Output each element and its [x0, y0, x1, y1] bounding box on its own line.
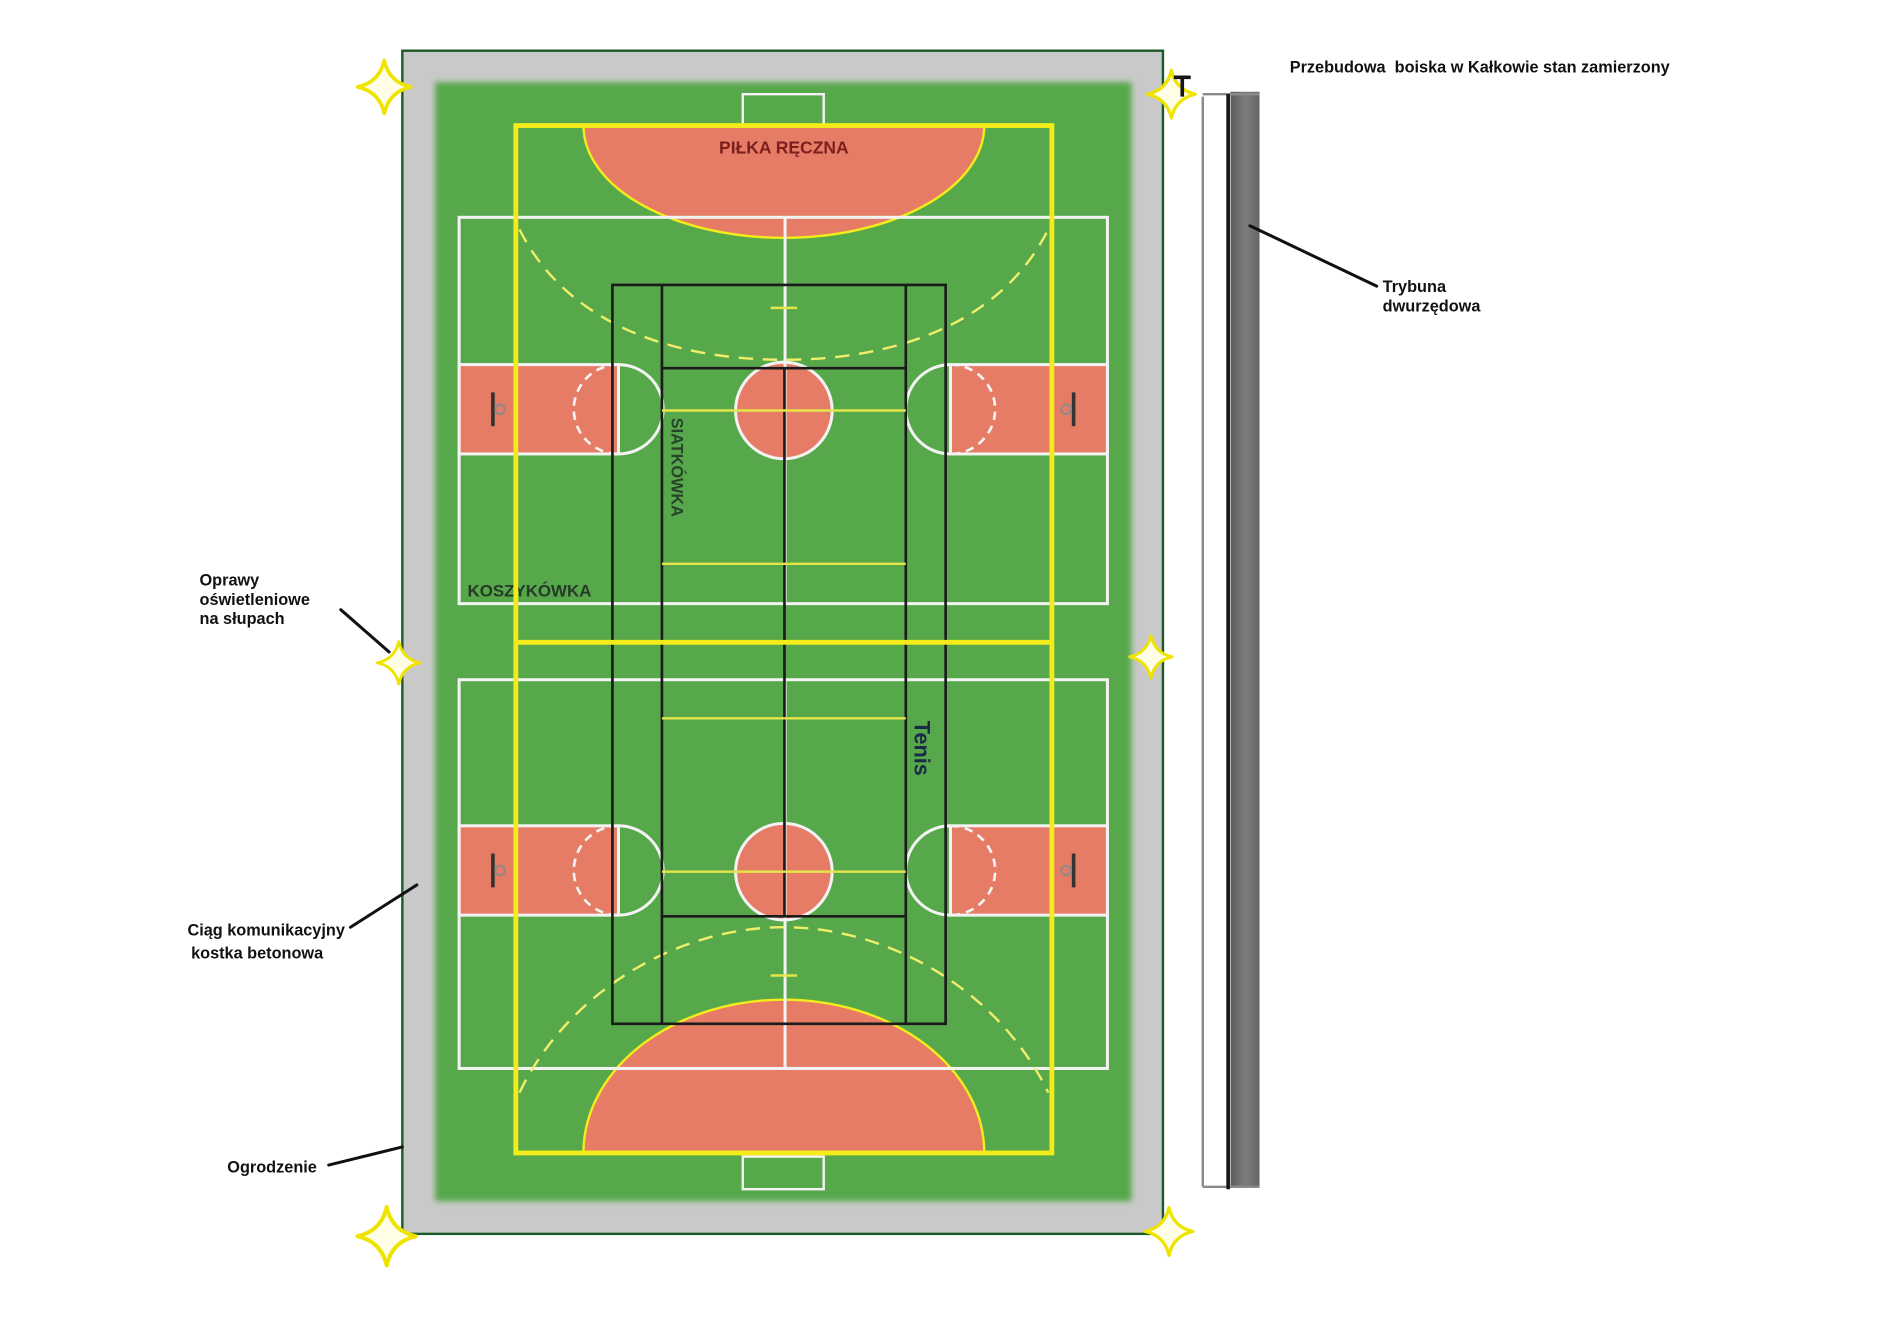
- callout-leader-pathway: [348, 883, 419, 929]
- label-volleyball: SIATKÓWKA: [668, 418, 687, 517]
- handball-goal-area-top: [582, 124, 986, 240]
- handball-goal-area-bottom: [582, 998, 986, 1155]
- tribune-corner-mark: [1173, 75, 1191, 97]
- handball-court-outline: [513, 123, 1055, 1156]
- basketball-key-bottom-left: [457, 824, 620, 917]
- handball-court: [513, 123, 1055, 1156]
- callout-tribune-line-1: Trybuna: [1383, 278, 1447, 296]
- tennis-doubles-outline: [611, 283, 947, 1026]
- callout-fence: Ogrodzenie: [227, 1145, 404, 1176]
- basketball-courts: [457, 215, 1109, 1070]
- light-fixture-star-icon: [355, 58, 413, 116]
- basket-rim-top-left: [494, 403, 506, 416]
- callout-pathway-line-2: kostka betonowa: [191, 945, 324, 963]
- callout-lighting: Oprawy oświetleniowe na słupach: [200, 572, 391, 654]
- handball-free-throw-line-top: [518, 228, 1050, 361]
- label-basketball: KOSZYKÓWKA: [468, 581, 592, 600]
- volleyball-court: [661, 306, 906, 977]
- lighting-fixtures: [355, 58, 1197, 1268]
- callout-lighting-line-1: Oprawy: [200, 572, 260, 590]
- light-fixture-star-icon: [1128, 634, 1174, 680]
- light-fixture-star-icon: [376, 640, 422, 686]
- free-throw-arc-dashed-bottom-right: [950, 824, 997, 917]
- tribune-seating: [1230, 91, 1260, 1188]
- handball-goal-bottom: [741, 1155, 825, 1191]
- callout-pathway: Ciąg komunikacyjny kostka betonowa: [187, 883, 419, 963]
- basketball-key-top-left: [457, 363, 620, 456]
- free-throw-arc-dashed-top-right: [950, 363, 997, 456]
- label-handball: PIŁKA RĘCZNA: [719, 137, 849, 157]
- callout-leader-fence: [327, 1145, 404, 1167]
- callout-leader-tribune: [1248, 224, 1379, 288]
- light-fixture-star-icon: [355, 1205, 418, 1268]
- callout-pathway-line-1: Ciąg komunikacyjny: [187, 922, 344, 940]
- callout-tribune-line-2: dwurzędowa: [1383, 297, 1482, 315]
- free-throw-arc-dashed-bottom-left: [572, 824, 619, 917]
- basket-rim-bottom-right: [1060, 864, 1073, 877]
- callout-lighting-line-2: oświetleniowe: [200, 591, 310, 609]
- free-throw-arc-dashed-top-left: [572, 363, 619, 456]
- handball-free-throw-line-bottom: [518, 926, 1050, 1094]
- callout-fence-line-1: Ogrodzenie: [227, 1158, 317, 1176]
- basketball-key-bottom-right: [948, 824, 1109, 917]
- handball-areas: [582, 92, 986, 1191]
- basketball-key-top-right: [948, 363, 1109, 456]
- callout-tribune: Trybuna dwurzędowa: [1248, 224, 1482, 315]
- light-fixture-star-icon: [1145, 68, 1197, 120]
- basket-rim-top-right: [1060, 403, 1073, 416]
- basket-rim-bottom-left: [494, 864, 506, 877]
- fence-outline: [401, 49, 1165, 1236]
- light-fixture-star-icon: [1143, 1205, 1195, 1257]
- label-tennis: Tenis: [909, 721, 934, 776]
- callout-leader-lighting: [339, 608, 391, 654]
- callout-lighting-line-3: na słupach: [200, 610, 285, 628]
- tribune: [1173, 75, 1260, 1190]
- diagram-title: Przebudowa boiska w Kałkowie stan zamier…: [1290, 58, 1670, 76]
